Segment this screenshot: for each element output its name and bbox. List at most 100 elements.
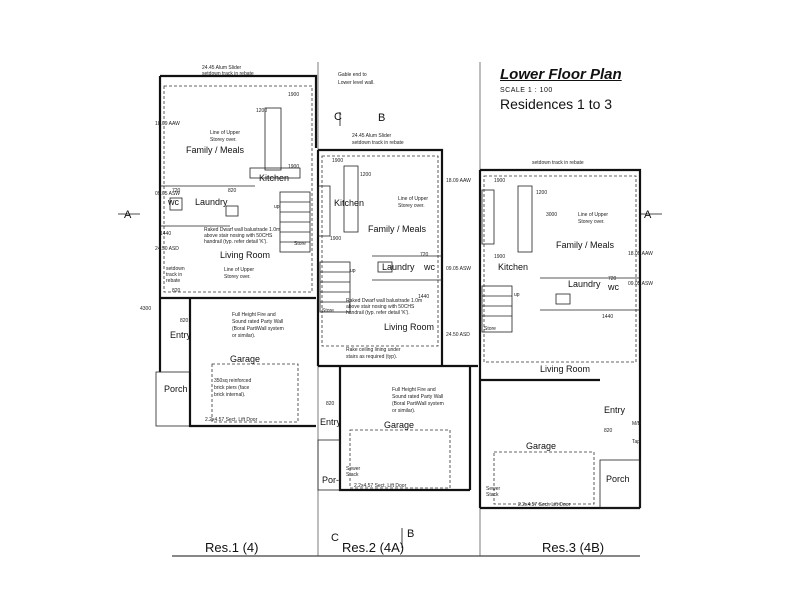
res1-slider-sub: setdown track in rebate [202, 71, 254, 77]
res3-dim-1440: 1440 [602, 314, 613, 320]
res3-living-room: Living Room [540, 364, 590, 374]
res2-dim-2450: 24.50 ASD [446, 332, 470, 338]
res3-dim-820: 820 [604, 428, 613, 434]
res2-lift-door: 2.2x4.57 Sect. Lift Door [354, 483, 407, 489]
res2-garage: Garage [384, 420, 414, 430]
res3-tap: Tap [632, 439, 640, 445]
res2-wc: wc [423, 262, 435, 272]
res2-dim-1440: 1440 [418, 294, 429, 300]
res1-living-room: Living Room [220, 250, 270, 260]
res2-party-wall-1: Full Height Fire and [392, 387, 436, 393]
res1-dim-1900-b: 1900 [288, 164, 299, 170]
res2-slider-sub: setdown track in rebate [352, 140, 404, 146]
res3-dim-1900: 1900 [494, 178, 505, 184]
res2-dim-1900-b: 1900 [330, 236, 341, 242]
res2-porch: Por- [322, 475, 339, 485]
res2-slider-label: 24.45 Alum Slider [352, 133, 392, 139]
res2-dim-1200: 1200 [360, 172, 371, 178]
res1-dim-1440: 1440 [160, 231, 171, 237]
res3-dim-1200: 1200 [536, 190, 547, 196]
res2-family-meals: Family / Meals [368, 224, 427, 234]
res2-balustrade-2: above stair nosing with 50CHS [346, 304, 415, 310]
res1-setdown-2: track in [166, 272, 182, 278]
res1-setdown-1: setdown [166, 266, 185, 272]
section-marker-a-left: A [124, 209, 132, 221]
res1-kitchen: Kitchen [259, 173, 289, 183]
res3-kitchen: Kitchen [498, 262, 528, 272]
res3-dim-1900-b: 1900 [494, 254, 505, 260]
section-marker-b-top: B [378, 112, 385, 124]
res2-living-room: Living Room [384, 322, 434, 332]
res1-lift-door: 2.2x4.57 Sect. Lift Door [205, 417, 258, 423]
res1-party-wall-4: or similar). [232, 333, 255, 339]
res3-dim-1809: 18.09 AAW [628, 251, 653, 257]
res2-store: Store [322, 308, 334, 314]
res3-store: Store [484, 326, 496, 332]
res1-garage: Garage [230, 354, 260, 364]
res3-dim-720: 720 [608, 276, 617, 282]
res2-dim-1809: 18.09 AAW [446, 178, 471, 184]
res2-dim-1900: 1900 [332, 158, 343, 164]
res1-slider-label: 24.45 Alum Slider [202, 65, 242, 71]
res1-entry: Entry [170, 330, 192, 340]
res2-stack: Stack [346, 472, 359, 478]
section-marker-b-bottom: B [407, 528, 414, 540]
res1-dim-720: 720 [172, 188, 181, 194]
res1-upper-over-3: Line of Upper [224, 267, 254, 273]
res1-party-wall-3: (Boral PartiWall system [232, 326, 284, 332]
res1-balustrade-1: Raked Dwarf wall balustrade 1.0m [204, 227, 280, 233]
res3-stack: Stack [486, 492, 499, 498]
res1-plan [155, 74, 318, 428]
res1-party-wall-2: Sound rated Party Wall [232, 319, 283, 325]
res3-upper-over-2: Storey over. [578, 219, 605, 225]
res3-upper-over-1: Line of Upper [578, 212, 608, 218]
res1-dim-4300: 4300 [140, 306, 151, 312]
res1-piers-1: 350sq reinforced [214, 378, 251, 384]
res1-upper-over-2: Storey over. [210, 137, 237, 143]
res3-garage: Garage [526, 441, 556, 451]
res2-party-wall-3: (Boral PartiWall system [392, 401, 444, 407]
res3-dim-0905: 09.05 ASW [628, 281, 653, 287]
res2-upper-over-1: Line of Upper [398, 196, 428, 202]
res1-piers-2: brick piers (face [214, 385, 250, 391]
res2-kitchen: Kitchen [334, 198, 364, 208]
res1-balustrade-2: above stair nosing with 50CHS [204, 233, 273, 239]
res1-porch: Porch [164, 384, 188, 394]
res1-dim-0905: 09.05 ASW [155, 191, 180, 197]
res1-dim-2450: 24.50 ASD [155, 246, 179, 252]
res2-entry: Entry [320, 417, 342, 427]
res2-gable-1: Gable end to [338, 72, 367, 78]
res2-gable-2: Lower level wall. [338, 80, 375, 86]
res1-laundry: Laundry [195, 197, 228, 207]
res2-label: Res.2 (4A) [342, 540, 405, 555]
res3-mb: M/B [632, 421, 642, 427]
res2-dim-720: 720 [420, 252, 429, 258]
res3-dim-3000: 3000 [546, 212, 557, 218]
res2-laundry: Laundry [382, 262, 415, 272]
plan-subtitle: Residences 1 to 3 [500, 96, 613, 112]
res1-party-wall-1: Full Height Fire and [232, 312, 276, 318]
res2-up: up [350, 268, 356, 274]
res3-wc: wc [607, 282, 619, 292]
res2-balustrade-1: Raked Dwarf wall balustrade 1.0m [346, 298, 422, 304]
res1-label: Res.1 (4) [205, 540, 259, 555]
res1-family-meals: Family / Meals [186, 145, 245, 155]
res2-dim-820: 820 [326, 401, 335, 407]
res3-slider-sub: setdown track in rebate [532, 160, 584, 166]
res1-upper-over-1: Line of Upper [210, 130, 240, 136]
res1-setdown-3: rebate [166, 278, 180, 284]
res3-sewer: Sewer [486, 486, 501, 492]
res3-plan [478, 168, 642, 510]
res2-rake-2: stairs as required (typ). [346, 354, 397, 360]
section-marker-c-top: C [334, 111, 342, 123]
res2-plan [316, 148, 478, 492]
section-marker-a-right: A [644, 209, 652, 221]
res1-dim-1200: 1200 [256, 108, 267, 114]
res2-party-wall-4: or similar). [392, 408, 415, 414]
section-marker-c-bottom: C [331, 532, 339, 544]
res2-balustrade-3: handrail (typ. refer detail 'K'). [346, 310, 410, 316]
res2-upper-over-2: Storey over. [398, 203, 425, 209]
res1-dim-820-b: 820 [180, 318, 189, 324]
plan-scale: SCALE 1 : 100 [500, 87, 553, 94]
